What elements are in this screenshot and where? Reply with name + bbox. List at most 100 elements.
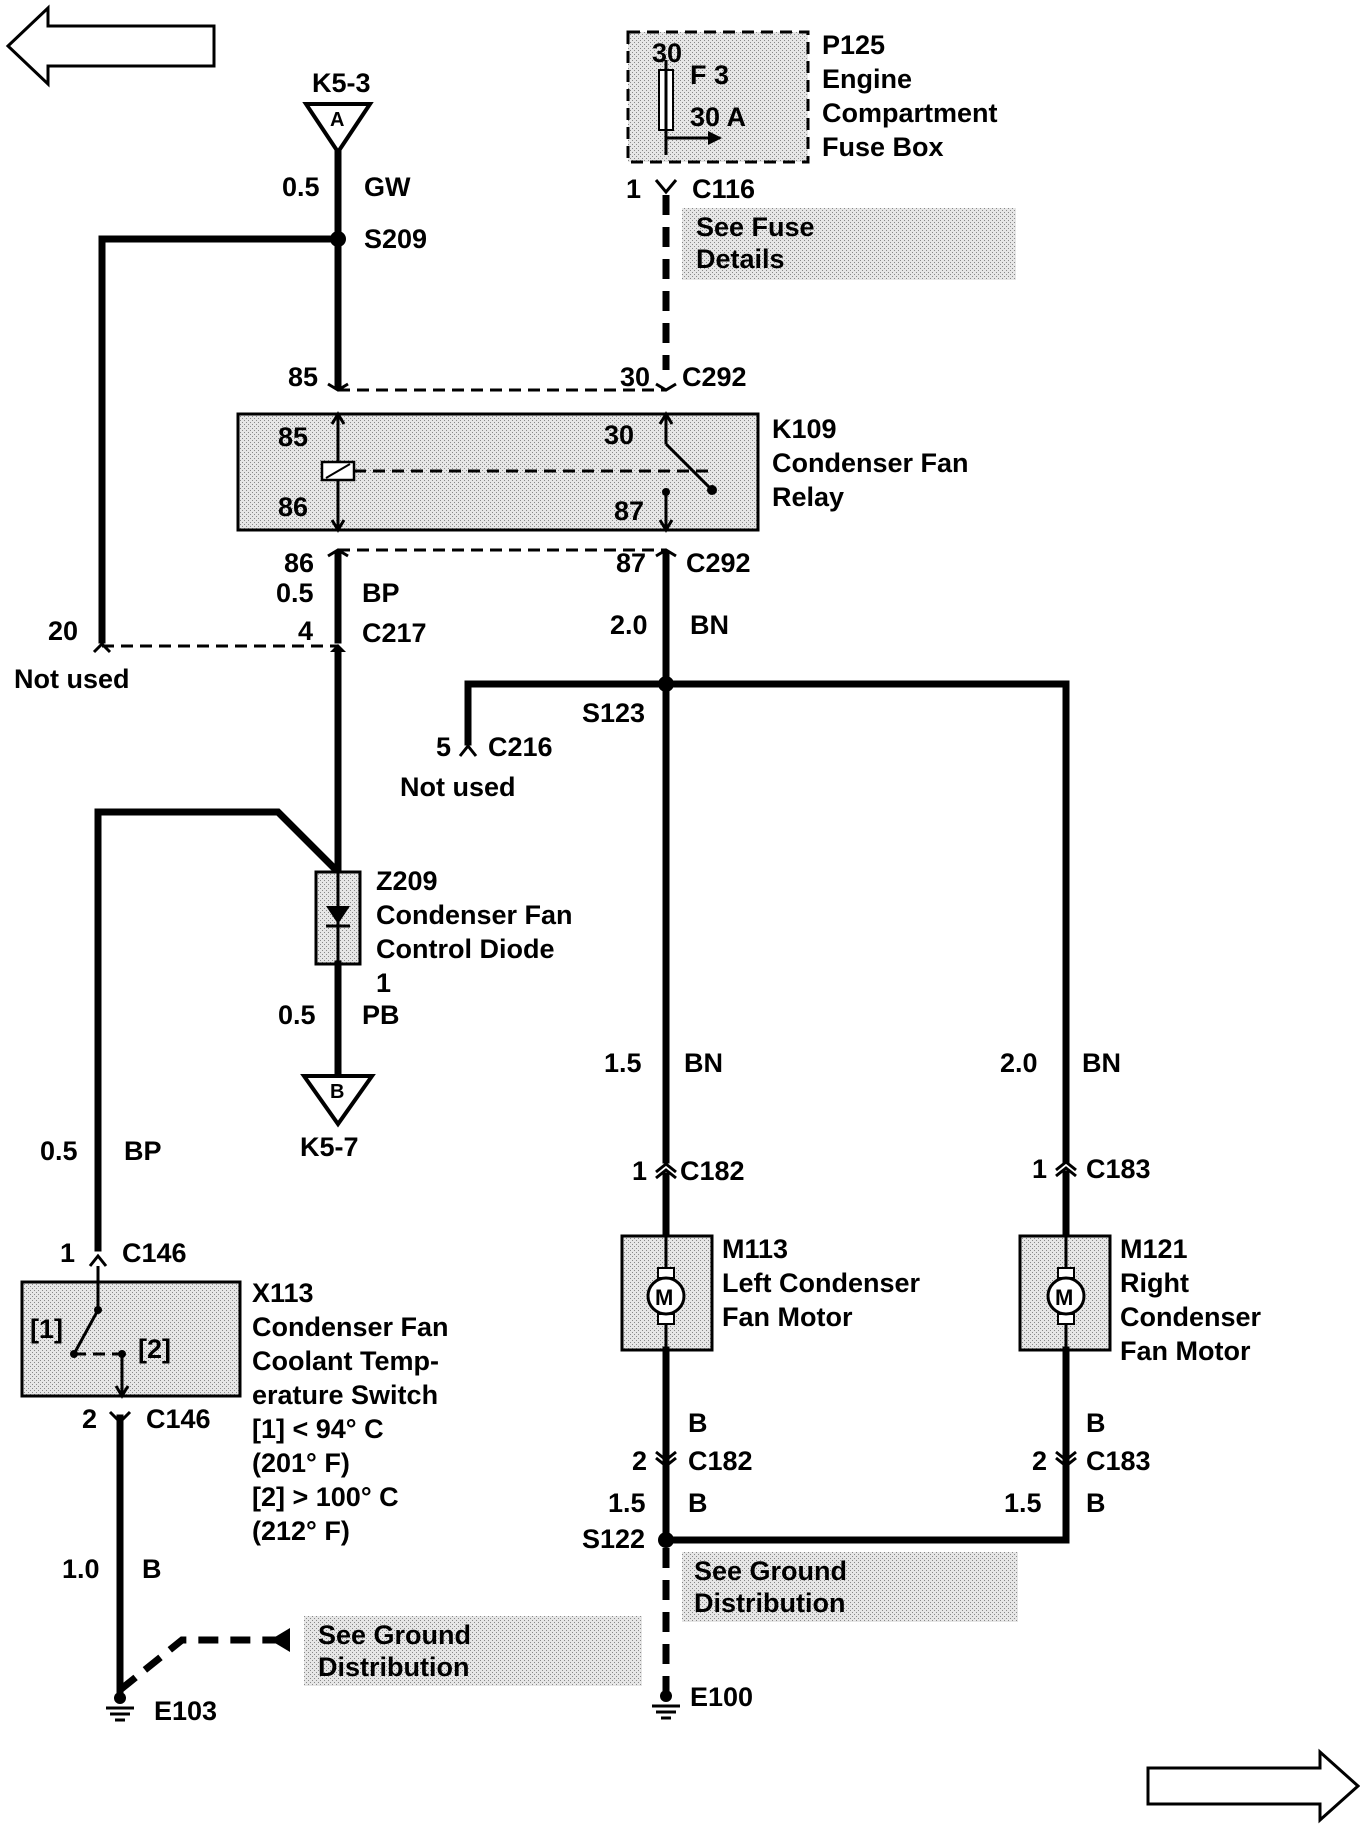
motor-icon <box>1046 1276 1086 1316</box>
relay-pin-86: 86 <box>278 492 308 522</box>
diode-id: Z209 <box>376 866 438 896</box>
connector-c292-bottom: 86 87 C292 <box>284 548 751 578</box>
motor-right-name-1: Right <box>1120 1268 1189 1298</box>
s209-id: S209 <box>364 224 427 254</box>
motor-right-symbol: M <box>1055 1285 1073 1310</box>
fuse-box-p125: 30 F 3 30 A P125 Engine Compartment Fuse… <box>626 30 998 164</box>
diode-name-1: Condenser Fan <box>376 900 573 930</box>
wire-b-right-ground-color: B <box>1086 1488 1106 1518</box>
k5-3-triangle-icon <box>302 102 374 156</box>
ground-e103: E103 <box>106 1692 217 1726</box>
c182-bottom-pin: 2 <box>632 1446 647 1476</box>
wire-pb-size: 0.5 <box>278 1000 316 1030</box>
c182-bottom-id: C182 <box>688 1446 753 1476</box>
wire-bp-left-size: 0.5 <box>40 1136 78 1166</box>
c216-not-used: Not used <box>400 772 516 802</box>
motor-m121: M M121 Right Condenser Fan Motor <box>1018 1234 1262 1366</box>
connector-c292-top: 85 30 C292 <box>288 362 747 392</box>
wire-b-right-ground-size: 1.5 <box>1004 1488 1042 1518</box>
connector-c183-top: 1 C183 <box>1032 1154 1151 1184</box>
diode-pin: 1 <box>376 968 391 998</box>
c182-top-id: C182 <box>680 1156 745 1186</box>
wire-b-left-ground-size: 1.5 <box>608 1488 646 1518</box>
motor-left-name-2: Fan Motor <box>722 1302 853 1332</box>
ground-distribution-note-right[interactable] <box>682 1552 1018 1622</box>
wire-gw-color: GW <box>364 172 411 202</box>
motor-m113: M M113 Left Condenser Fan Motor <box>620 1234 921 1352</box>
wire-bn-right-color: BN <box>1082 1048 1121 1078</box>
connector-c217: 20 Not used 4 C217 <box>14 616 427 694</box>
ground-distribution-note-left[interactable] <box>304 1616 642 1686</box>
c183-bottom-pin: 2 <box>1032 1446 1047 1476</box>
c183-bottom-id: C183 <box>1086 1446 1151 1476</box>
fuse-id-label: F 3 <box>690 60 729 90</box>
relay-pin-85: 85 <box>278 422 308 452</box>
switch-state-2-f: (212° F) <box>252 1516 350 1546</box>
ground-note-left-line-1: See Ground <box>318 1620 471 1650</box>
relay-pin-87: 87 <box>614 496 644 526</box>
c292-top-pin-30: 30 <box>620 362 650 392</box>
k5-3-letter: A <box>330 109 344 131</box>
switch-state-1: [1] < 94° C <box>252 1414 384 1444</box>
s123-id: S123 <box>582 698 645 728</box>
c116-pin: 1 <box>626 174 641 204</box>
splice-s122 <box>658 1532 674 1548</box>
ground-note-right-line-1: See Ground <box>694 1556 847 1586</box>
wire-s123-to-c216 <box>464 680 670 746</box>
fuse-box-id: P125 <box>822 30 885 60</box>
relay-name-1: Condenser Fan <box>772 448 969 478</box>
connector-c216: 5 C216 Not used <box>400 732 553 802</box>
fuse-details-line-2: Details <box>696 244 785 274</box>
diode-icon <box>326 906 350 924</box>
e103-id: E103 <box>154 1696 217 1726</box>
switch-name-2: Coolant Temp- <box>252 1346 439 1376</box>
motor-left-symbol: M <box>655 1285 673 1310</box>
switch-id: X113 <box>252 1278 314 1308</box>
switch-state-1-tag: [1] <box>30 1314 63 1344</box>
c217-not-used: Not used <box>14 664 130 694</box>
c182-top-pin: 1 <box>632 1156 647 1186</box>
c116-id: C116 <box>692 174 755 204</box>
connector-k5-3: K5-3 A 0.5 GW <box>282 68 411 202</box>
relay-id: K109 <box>772 414 837 444</box>
k5-7-triangle-icon <box>300 1074 376 1128</box>
wire-b-left-color: B <box>142 1554 162 1584</box>
relay-contact-switch-icon <box>664 442 714 492</box>
k5-7-id: K5-7 <box>300 1132 359 1162</box>
fuse-details-line-1: See Fuse <box>696 212 815 242</box>
ground-note-right-line-2: Distribution <box>694 1588 845 1618</box>
e100-id: E100 <box>690 1682 753 1712</box>
ground-ref-arrow-left-icon <box>270 1628 290 1652</box>
motor-right-name-2: Condenser <box>1120 1302 1262 1332</box>
motor-icon <box>646 1276 686 1316</box>
relay-name-2: Relay <box>772 482 844 512</box>
forward-arrow-icon[interactable] <box>1146 1748 1360 1824</box>
switch-x113: [1] [2] X113 Condenser Fan Coolant Temp-… <box>20 1266 449 1546</box>
c292-bottom-pin-87: 87 <box>616 548 646 578</box>
fuse-box-name-1: Engine <box>822 64 912 94</box>
c292-top-id: C292 <box>682 362 747 392</box>
c292-bottom-pin-86: 86 <box>284 548 314 578</box>
motor-right-name-3: Fan Motor <box>1120 1336 1251 1366</box>
motor-right-id: M121 <box>1120 1234 1188 1264</box>
wire-bn-right-size: 2.0 <box>1000 1048 1038 1078</box>
connector-c182-bottom: 2 C182 <box>632 1446 753 1476</box>
connector-c183-bottom: 2 C183 <box>1032 1446 1151 1476</box>
c217-id: C217 <box>362 618 427 648</box>
wire-s209-to-c217-pin20 <box>98 235 342 644</box>
c217-pin-20: 20 <box>48 616 78 646</box>
wire-b-left-ground-color: B <box>688 1488 708 1518</box>
diode-name-2: Control Diode <box>376 934 554 964</box>
wire-b-left-motor-color: B <box>688 1408 708 1438</box>
back-arrow-icon[interactable] <box>5 4 216 88</box>
connector-c146-bottom: 2 C146 <box>82 1404 211 1434</box>
fuse-details-note[interactable] <box>682 208 1016 280</box>
wire-bp-switch-to-diode <box>94 808 343 1252</box>
current-arrow-icon <box>708 131 722 145</box>
fuse-rating-label: 30 A <box>690 102 746 132</box>
s122-id: S122 <box>582 1524 645 1554</box>
c217-pin-4: 4 <box>298 616 313 646</box>
k5-3-id: K5-3 <box>312 68 371 98</box>
motor-left-name-1: Left Condenser <box>722 1268 921 1298</box>
